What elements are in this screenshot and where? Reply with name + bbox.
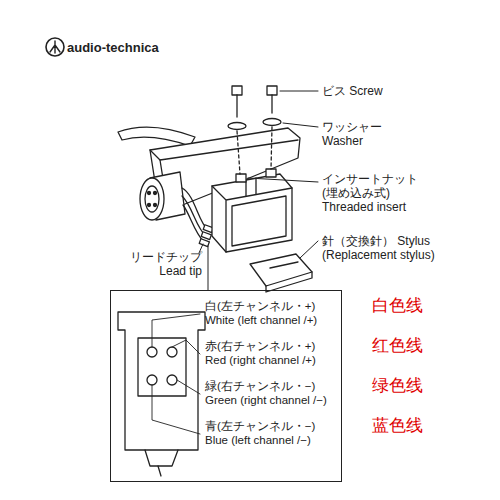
- part-label: ワッシャー Washer: [322, 120, 402, 148]
- pin-label: 赤(右チャンネル・+) Red (right channel /+): [205, 339, 339, 367]
- brand-name: audio-technica: [67, 40, 197, 56]
- wire-color-note: 绿色线: [372, 376, 462, 396]
- part-label: 針（交換針） Stylus (Replacement stylus): [322, 234, 446, 262]
- part-label: ビス Screw: [322, 84, 384, 98]
- part-label: インサートナット (埋め込み式) Threaded insert: [322, 172, 427, 214]
- wire-color-note: 白色线: [372, 296, 462, 316]
- pin-label: 青(左チャンネル・−) Blue (left channel /−): [205, 419, 339, 447]
- wire-color-note: 红色线: [372, 336, 462, 356]
- pin-label: 緑(右チャンネル・−) Green (right channel /−): [205, 379, 339, 407]
- part-label: リードチップ Lead tip: [124, 250, 202, 278]
- wire-color-note: 蓝色线: [372, 416, 462, 436]
- pin-label: 白(左チャンネル・+) White (left channel /+): [205, 299, 339, 327]
- inset-box: 白(左チャンネル・+) White (left channel /+) 赤(右チャ…: [110, 290, 342, 482]
